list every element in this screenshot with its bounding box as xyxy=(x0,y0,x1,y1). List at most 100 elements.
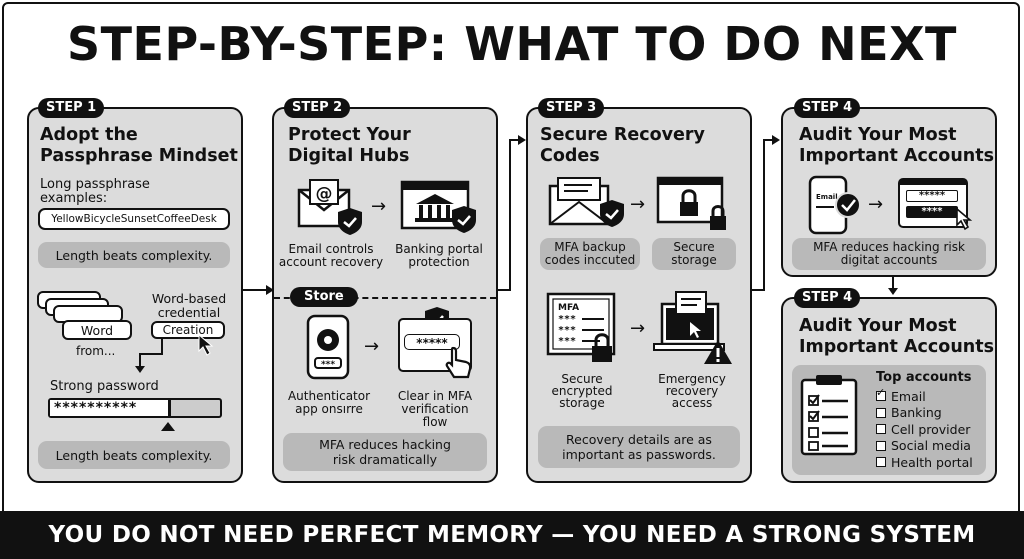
step4b-tag: STEP 4 xyxy=(794,288,861,308)
account-checkbox-social-media[interactable] xyxy=(876,440,886,451)
emergency-label-line1: Emergency xyxy=(658,372,726,386)
svg-text:***: *** xyxy=(558,325,576,336)
step2-heading-line2: Digital Hubs xyxy=(288,146,410,166)
footer-banner: YOU DO NOT NEED PERFECT MEMORY — YOU NEE… xyxy=(0,511,1024,559)
step3-tag: STEP 3 xyxy=(538,98,605,118)
store-tag: Store xyxy=(290,287,358,307)
page-title: STEP-BY-STEP: WHAT TO DO NEXT xyxy=(67,17,957,71)
step1-pill-top: Length beats complexity. xyxy=(38,242,230,268)
account-checkbox-banking[interactable] xyxy=(876,407,886,418)
email-label-line2: account recovery xyxy=(278,255,384,269)
authenticator-phone-icon: *** xyxy=(306,314,350,380)
account-item: ✓ Email xyxy=(876,387,984,405)
emergency-laptop-icon xyxy=(653,291,732,364)
encrypted-label-line3: storage xyxy=(559,396,605,410)
step3-heading-line2: Codes xyxy=(540,146,600,166)
step2-pill: MFA reduces hacking risk dramatically xyxy=(283,433,487,471)
backup-line2: codes inccuted xyxy=(544,253,636,267)
phone-check-icon: Email. xyxy=(808,175,861,235)
step3-pill-storage: Secure storage xyxy=(652,238,736,270)
encrypted-label-line2: encrypted xyxy=(551,384,613,398)
step3-pill-line2: important as passwords. xyxy=(562,447,716,462)
account-label: Banking xyxy=(891,405,942,421)
login-field-1-text: ***** xyxy=(918,190,946,201)
account-checkbox-email[interactable]: ✓ xyxy=(876,387,886,402)
step4b-heading-line1: Audit Your Most xyxy=(799,316,957,336)
svg-text:***: *** xyxy=(321,360,335,370)
mfa-doc-label: MFA xyxy=(558,303,579,313)
clear-label-line1: Clear in MFA xyxy=(397,389,473,403)
bank-label-line2: protection xyxy=(408,255,470,269)
step1-label-line2: examples: xyxy=(40,191,108,206)
phone-label: Email. xyxy=(816,193,840,201)
strength-divider xyxy=(168,400,171,416)
envelope-shield-icon xyxy=(548,177,624,227)
word-card xyxy=(62,320,132,340)
login-screen-bar xyxy=(900,180,966,185)
store-divider xyxy=(274,297,496,299)
account-checkbox-cell-provider[interactable] xyxy=(876,424,886,435)
flow-arrow-icon xyxy=(135,338,163,373)
svg-text:***: *** xyxy=(558,314,576,325)
step1-heading-line2: Passphrase Mindset xyxy=(40,146,238,166)
clipboard-checklist-icon xyxy=(800,375,858,456)
email-label-line1: Email controls xyxy=(288,242,374,256)
auth-label-line1: Authenticator xyxy=(287,389,371,403)
step4a-pill-line2: digitat accounts xyxy=(840,253,938,267)
step4a-heading-line2: Important Accounts xyxy=(799,146,995,166)
encrypted-label-line1: Secure xyxy=(561,372,603,386)
step2-pill-line1: MFA reduces hacking xyxy=(319,437,451,452)
word-based-line1: Word-based xyxy=(151,291,227,306)
login-field-2 xyxy=(906,206,958,218)
word-card-label: Word xyxy=(80,323,114,338)
emergency-label-line2: recovery xyxy=(665,384,719,398)
secure-storage-lock-icon xyxy=(656,176,726,230)
creation-box xyxy=(151,321,225,339)
storage-line1: Secure xyxy=(673,240,715,254)
step3-pill-line1: Recovery details are as xyxy=(566,432,712,447)
mfa-codes-document-icon: MFA *** *** *** xyxy=(546,292,616,362)
step2-heading-line1: Protect Your xyxy=(288,125,411,145)
strength-marker-icon xyxy=(161,422,175,431)
account-label: Social media xyxy=(891,438,971,454)
hand-pointer-icon xyxy=(445,346,472,379)
account-item: Social media xyxy=(876,438,984,455)
from-label: from... xyxy=(76,344,116,358)
step3-arrow-bottom: → xyxy=(630,318,646,339)
mfa-field xyxy=(404,334,460,350)
auth-label-line2: app onsırre xyxy=(295,402,363,416)
step3-pill: Recovery details are as important as pas… xyxy=(538,426,740,468)
backup-line1: MFA backup xyxy=(554,240,626,254)
bank-shield-icon xyxy=(400,180,476,233)
step4b-heading-line2: Important Accounts xyxy=(799,337,995,357)
account-item: Health portal xyxy=(876,454,984,471)
step3-heading-line1: Secure Recovery xyxy=(540,125,705,145)
password-fill xyxy=(50,400,168,416)
step4a-heading-line1: Audit Your Most xyxy=(799,125,957,145)
account-checkbox-health-portal[interactable] xyxy=(876,457,886,468)
step2-pill-line2: risk dramatically xyxy=(332,452,438,467)
word-based-line2: credential xyxy=(157,305,221,320)
mfa-field-text: ***** xyxy=(416,336,448,350)
emergency-label-line3: access xyxy=(671,396,713,410)
account-item: Cell provider xyxy=(876,421,984,438)
strong-password-label: Strong password xyxy=(50,379,159,394)
step4a-pill: MFA reduces hacking risk digitat account… xyxy=(792,238,986,270)
step1-pill-bottom: Length beats complexity. xyxy=(38,441,230,469)
top-accounts-title: Top accounts xyxy=(876,370,972,385)
svg-text:***: *** xyxy=(558,336,576,347)
passphrase-example-text: YellowBicycleSunsetCoffeeDesk xyxy=(51,213,217,225)
step1-tag: STEP 1 xyxy=(38,98,105,118)
step1-heading-line1: Adopt the xyxy=(40,125,138,145)
passphrase-example-box xyxy=(38,208,230,230)
step4a-tag: STEP 4 xyxy=(794,98,861,118)
password-text: ********** xyxy=(54,400,138,416)
account-item: Banking xyxy=(876,405,984,422)
login-cursor-icon xyxy=(956,207,973,231)
step2-panel xyxy=(272,107,498,483)
step3-pill-backup: MFA backup codes inccuted xyxy=(540,238,640,270)
step3-arrow-top: → xyxy=(630,194,646,215)
step2-arrow-bottom: → xyxy=(364,336,380,357)
step4a-pill-line1: MFA reduces hacking risk xyxy=(813,240,965,254)
